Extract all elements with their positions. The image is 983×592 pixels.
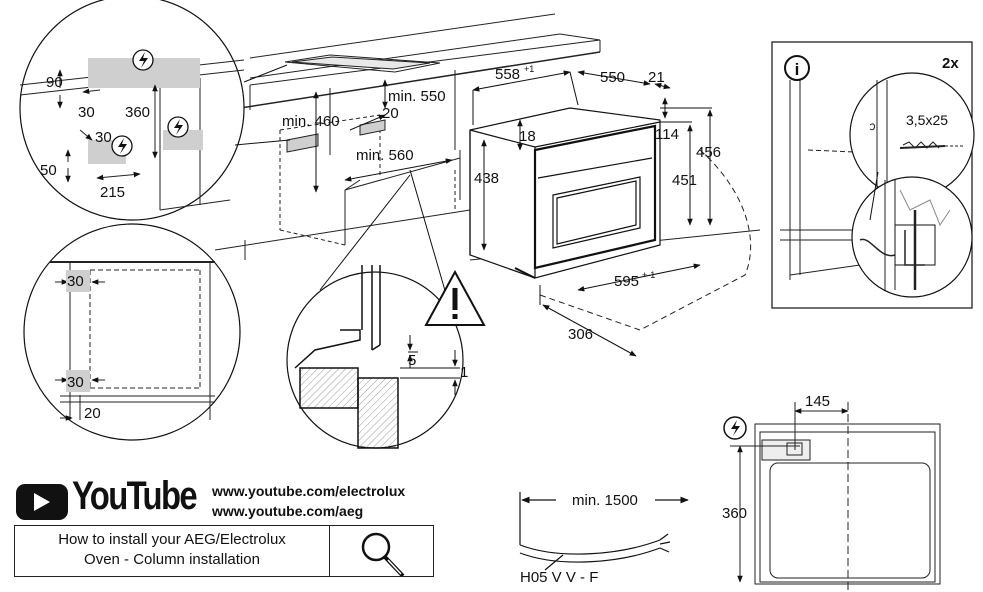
dim-20: 20 — [84, 405, 101, 422]
youtube-wordmark: YouTube — [72, 474, 198, 518]
dim-5: 5 — [408, 352, 416, 369]
dim-215: 215 — [100, 184, 125, 201]
column-dimension-lines — [313, 79, 453, 193]
divider — [329, 526, 330, 576]
dim-min-460: min. 460 — [282, 113, 340, 130]
dimension-labels: 90 30 360 30 50 215 min. 460 min. 550 20… — [40, 55, 959, 586]
power-cable — [519, 492, 689, 571]
search-button[interactable] — [331, 526, 433, 578]
magnifier-icon — [361, 532, 405, 578]
dim-456: 456 — [696, 144, 721, 161]
dim-1: 1 — [460, 364, 468, 381]
youtube-link-electrolux[interactable]: www.youtube.com/electrolux — [212, 483, 406, 499]
info-icon: i — [784, 55, 810, 81]
dim-114: 114 — [655, 126, 679, 143]
dim-145: 145 — [805, 393, 830, 410]
electric-warning-icon — [167, 116, 189, 138]
dim-min-550: min. 550 — [388, 88, 446, 105]
detail-circle-cabinet-rear — [23, 223, 241, 441]
dim-595-tolerance: +-1 — [642, 270, 655, 280]
video-guide-title: How to install your AEG/Electrolux Oven … — [15, 530, 329, 570]
dim-21: 21 — [648, 69, 665, 86]
detail-circle-socket-position — [19, 0, 291, 221]
dim-550: 550 — [600, 69, 625, 86]
dim-30: 30 — [78, 104, 95, 121]
screw-size-label: 3,5x25 — [906, 112, 948, 128]
dim-558-tolerance: +1 — [524, 64, 534, 74]
electric-warning-icon — [111, 135, 133, 157]
video-guide-box: How to install your AEG/Electrolux Oven … — [14, 525, 434, 578]
warning-triangle-icon — [424, 269, 486, 326]
dim-451: 451 — [672, 172, 697, 189]
dim-306: 306 — [568, 326, 593, 343]
youtube-link-aeg[interactable]: www.youtube.com/aeg — [212, 503, 364, 519]
dim-18: 18 — [519, 128, 536, 145]
dim-595: 595 — [614, 273, 639, 290]
electric-warning-icon — [723, 416, 747, 440]
dim-20: 20 — [382, 105, 399, 122]
cable-type-label: H05 V V - F — [520, 569, 598, 586]
info-panel — [771, 41, 975, 309]
oven-dimension-lines — [472, 70, 713, 357]
dim-30: 30 — [67, 374, 84, 391]
dim-30: 30 — [95, 129, 112, 146]
socket-position-detail — [730, 402, 941, 590]
dim-558: 558 — [495, 66, 520, 83]
detail-circle-clearance — [286, 169, 464, 449]
video-guide-line1: How to install your AEG/Electrolux — [58, 531, 286, 548]
video-guide-line2: Oven - Column installation — [84, 551, 260, 568]
oven — [469, 107, 661, 279]
dim-min-560: min. 560 — [356, 147, 414, 164]
electric-warning-icon — [132, 49, 154, 71]
dim-min-1500: min. 1500 — [572, 492, 638, 509]
quantity-label: 2x — [942, 55, 959, 72]
svg-text:i: i — [795, 60, 800, 79]
dim-50: 50 — [40, 162, 57, 179]
dim-30: 30 — [67, 273, 84, 290]
dim-360: 360 — [125, 104, 150, 121]
dim-90: 90 — [46, 74, 63, 91]
dim-438: 438 — [474, 170, 499, 187]
dim-360: 360 — [722, 505, 747, 522]
youtube-play-icon — [34, 493, 50, 511]
